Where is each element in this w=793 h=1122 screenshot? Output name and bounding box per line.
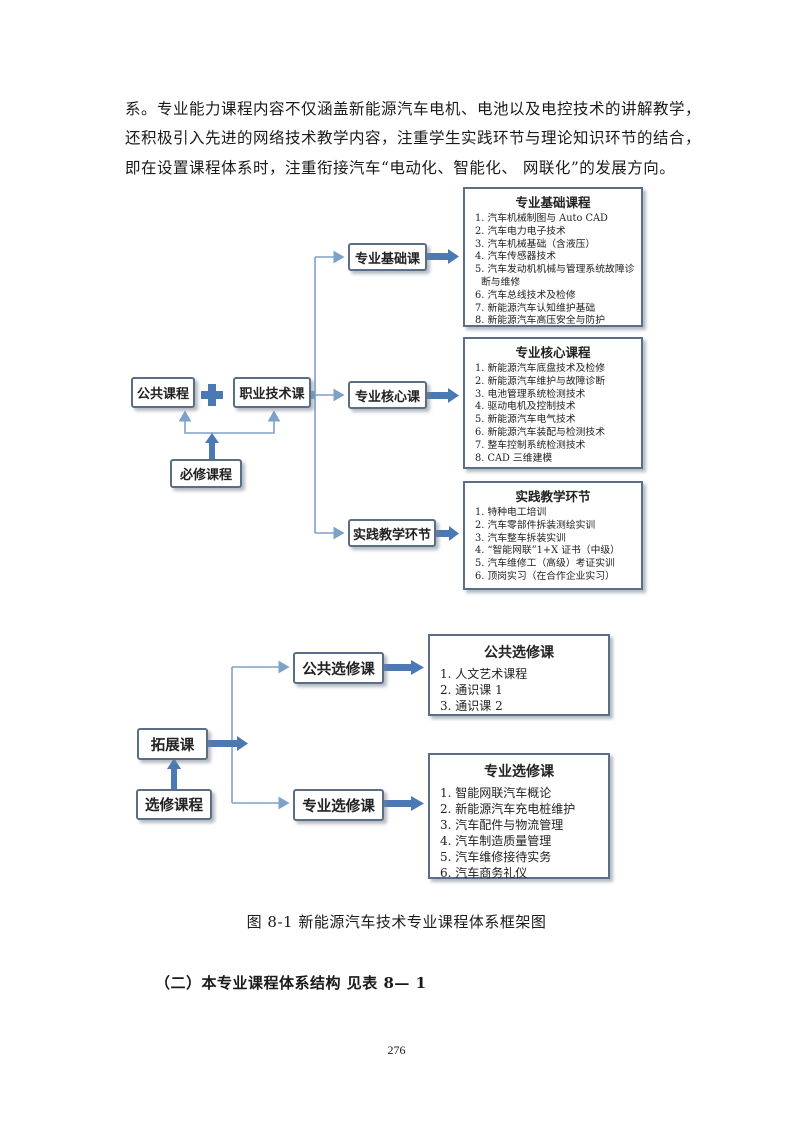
list-item: 6. 顶岗实习（在合作企业实习） bbox=[475, 570, 615, 582]
practice-list: 实践教学环节 1. 特种电工培训 2. 汽车零部件拆装测绘实训 3. 汽车整车拆… bbox=[463, 481, 643, 590]
list-item: 4. 驱动电机及控制技术 bbox=[475, 401, 576, 413]
list-item: 8. CAD 三维建模 bbox=[475, 452, 553, 464]
list-title: 专业选修课 bbox=[484, 764, 554, 780]
paragraph-line-2: 还积极引入先进的网络技术教学内容，注重学生实践环节与理论知识环节的结合， bbox=[125, 129, 702, 147]
core-courses-box: 专业核心课 bbox=[348, 381, 427, 409]
list-item: 3. 汽车整车拆装实训 bbox=[475, 532, 566, 544]
list-item: 6. 汽车总线技术及检修 bbox=[475, 289, 576, 301]
list-item: 6. 汽车商务礼仪 bbox=[440, 866, 528, 880]
list-item: 3. 汽车机械基础（含液压） bbox=[475, 238, 596, 250]
page-number: 276 bbox=[387, 1043, 406, 1057]
list-item: 2. 新能源汽车充电桩维护 bbox=[440, 802, 576, 816]
list-item: 6. 新能源汽车装配与检测技术 bbox=[475, 426, 606, 438]
major-elective-box: 专业选修课 bbox=[293, 789, 384, 821]
list-item: 4. “智能网联”1+X 证书（中级） bbox=[475, 545, 620, 557]
list-item: 5. 汽车维修接待实务 bbox=[440, 850, 552, 864]
list-title: 实践教学环节 bbox=[515, 489, 591, 504]
list-item: 8. 新能源汽车高压安全与防护 bbox=[475, 315, 606, 327]
list-item: 4. 汽车制造质量管理 bbox=[440, 834, 552, 848]
basic-courses-box: 专业基础课 bbox=[348, 243, 427, 271]
list-item: 2. 新能源汽车维护与故障诊断 bbox=[475, 375, 606, 387]
major-elective-list: 专业选修课 1. 智能网联汽车概论 2. 新能源汽车充电桩维护 3. 汽车配件与… bbox=[428, 753, 610, 880]
elective-courses-box: 选修课程 bbox=[136, 789, 212, 820]
list-item: 7. 整车控制系统检测技术 bbox=[475, 439, 586, 451]
paragraph-line-3: 即在设置课程体系时，注重衔接汽车“电动化、智能化、 网联化”的发展方向。 bbox=[125, 159, 676, 177]
list-title: 专业基础课程 bbox=[515, 195, 591, 210]
vocational-courses-box: 职业技术课 bbox=[233, 377, 311, 408]
list-item: 1. 特种电工培训 bbox=[475, 507, 547, 518]
list-item: 1. 智能网联汽车概论 bbox=[440, 786, 552, 800]
list-title: 专业核心课程 bbox=[515, 345, 591, 360]
public-elective-list: 公共选修课 1. 人文艺术课程 2. 通识课 1 3. 通识课 2 bbox=[428, 634, 610, 716]
list-item: 3. 通识课 2 bbox=[440, 699, 503, 713]
list-item: 1. 汽车机械制图与 Auto CAD bbox=[475, 213, 608, 224]
list-item: 1. 新能源汽车底盘技术及检修 bbox=[475, 363, 606, 374]
up-arrow-icon bbox=[167, 758, 181, 790]
list-item: 7. 新能源汽车认知维护基础 bbox=[475, 302, 596, 314]
list-item: 5. 汽车维修工（高级）考证实训 bbox=[475, 558, 615, 570]
practice-box: 实践教学环节 bbox=[348, 519, 436, 547]
core-courses-list: 专业核心课程 1. 新能源汽车底盘技术及检修 2. 新能源汽车维护与故障诊断 3… bbox=[463, 337, 643, 469]
paragraph-line-1: 系。专业能力课程内容不仅涵盖新能源汽车电机、电池以及电控技术的讲解教学， bbox=[125, 100, 702, 118]
expansion-courses-box: 拓展课 bbox=[137, 728, 208, 760]
plus-icon bbox=[201, 384, 223, 406]
list-item: 2. 通识课 1 bbox=[440, 683, 503, 697]
required-courses-box: 必修课程 bbox=[170, 459, 242, 488]
list-item: 5. 汽车发动机机械与管理系统故障诊断与维修 bbox=[475, 264, 635, 288]
list-item: 3. 电池管理系统检测技术 bbox=[475, 388, 586, 400]
list-item: 5. 新能源汽车电气技术 bbox=[475, 414, 576, 426]
list-item: 2. 汽车电力电子技术 bbox=[475, 225, 566, 237]
right-block-arrows bbox=[384, 660, 424, 811]
public-courses-box: 公共课程 bbox=[131, 377, 195, 408]
public-elective-box: 公共选修课 bbox=[293, 652, 384, 684]
right-block-arrows bbox=[427, 249, 459, 541]
connector-stub bbox=[208, 740, 238, 747]
list-item: 4. 汽车传感器技术 bbox=[475, 251, 557, 263]
list-title: 公共选修课 bbox=[484, 645, 554, 661]
figure-caption: 图 8-1 新能源汽车技术专业课程体系框架图 bbox=[246, 913, 547, 931]
basic-courses-list: 专业基础课程 1. 汽车机械制图与 Auto CAD 2. 汽车电力电子技术 3… bbox=[463, 187, 643, 327]
up-arrow-icon bbox=[205, 433, 219, 466]
list-item: 1. 人文艺术课程 bbox=[440, 667, 528, 681]
section-subheading: （二）本专业课程体系结构 见表 8— 1 bbox=[155, 974, 427, 992]
list-item: 3. 汽车配件与物流管理 bbox=[440, 818, 564, 832]
list-item: 2. 汽车零部件拆装测绘实训 bbox=[475, 519, 596, 531]
